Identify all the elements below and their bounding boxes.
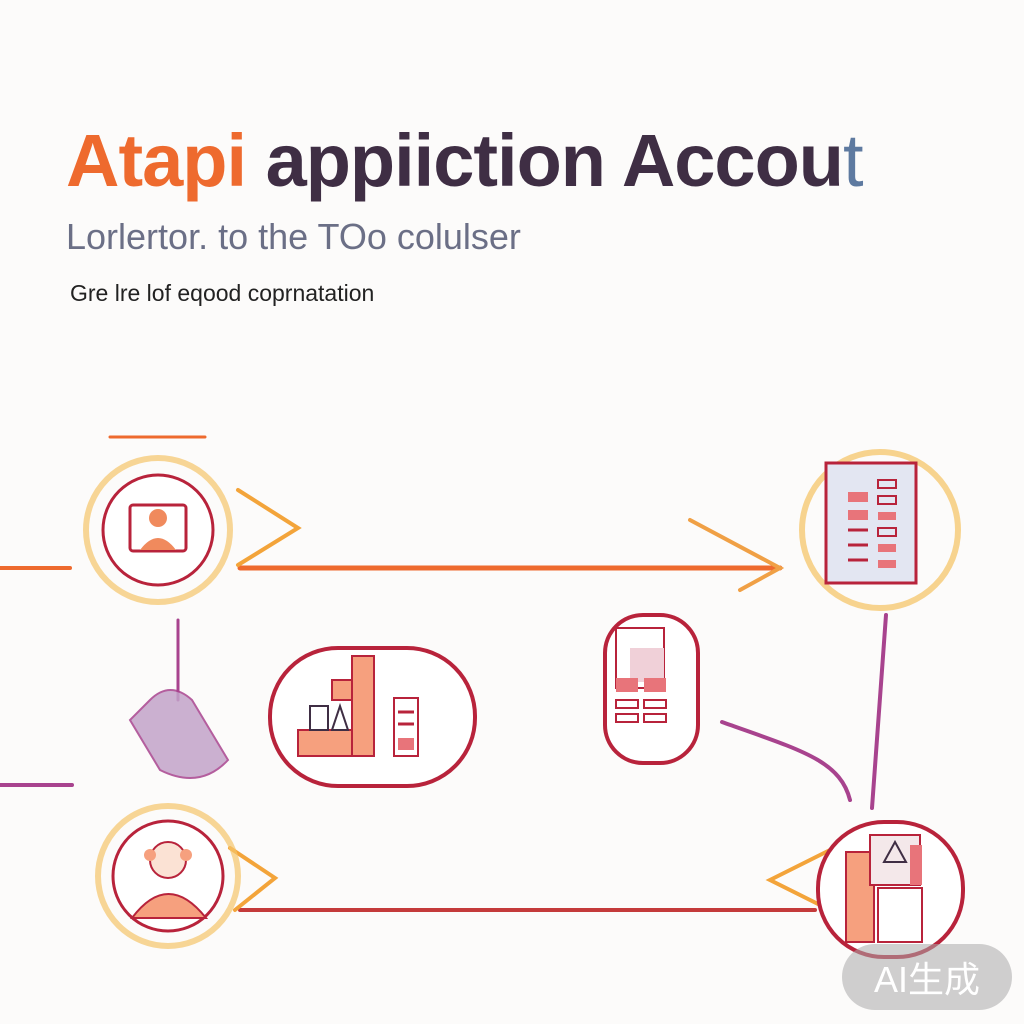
connectors bbox=[0, 435, 888, 912]
mobile-card-icon bbox=[615, 627, 667, 723]
connector-right-vertical bbox=[870, 613, 888, 810]
document-list-icon bbox=[824, 461, 918, 585]
shop-counter-icon bbox=[297, 655, 419, 757]
node-document-top-right bbox=[799, 449, 961, 611]
store-icon bbox=[845, 834, 923, 943]
node-figure-left bbox=[128, 689, 230, 779]
node-store-bottom-right bbox=[816, 820, 965, 959]
connector-mobile-curve bbox=[720, 720, 852, 802]
arrow-top-left bbox=[236, 488, 302, 567]
title-suffix: t bbox=[842, 119, 864, 202]
diagram-tagline: Gre lre lof eqood coprnatation bbox=[70, 280, 375, 306]
title-part-1: Atapi bbox=[66, 119, 247, 202]
person-desk-icon bbox=[128, 503, 188, 553]
ai-generated-badge: AI生成 bbox=[842, 944, 1012, 1010]
node-mobile-center-right bbox=[603, 613, 700, 765]
node-person-top-left bbox=[83, 455, 233, 605]
arrow-bottom-left bbox=[228, 846, 279, 912]
arrow-top-right bbox=[688, 518, 785, 592]
diagram-subtitle: Lorlertor. to the TOo colulser bbox=[66, 216, 521, 257]
cloak-figure-icon bbox=[128, 689, 230, 779]
node-shop-center bbox=[268, 646, 477, 788]
arrow-bottom-right bbox=[765, 848, 832, 912]
node-person-bottom-left bbox=[95, 803, 241, 949]
title-part-2: appiiction Accou bbox=[265, 119, 844, 202]
person-avatar-icon bbox=[129, 841, 209, 919]
diagram-title: Atapi appiiction Accout bbox=[66, 118, 864, 203]
